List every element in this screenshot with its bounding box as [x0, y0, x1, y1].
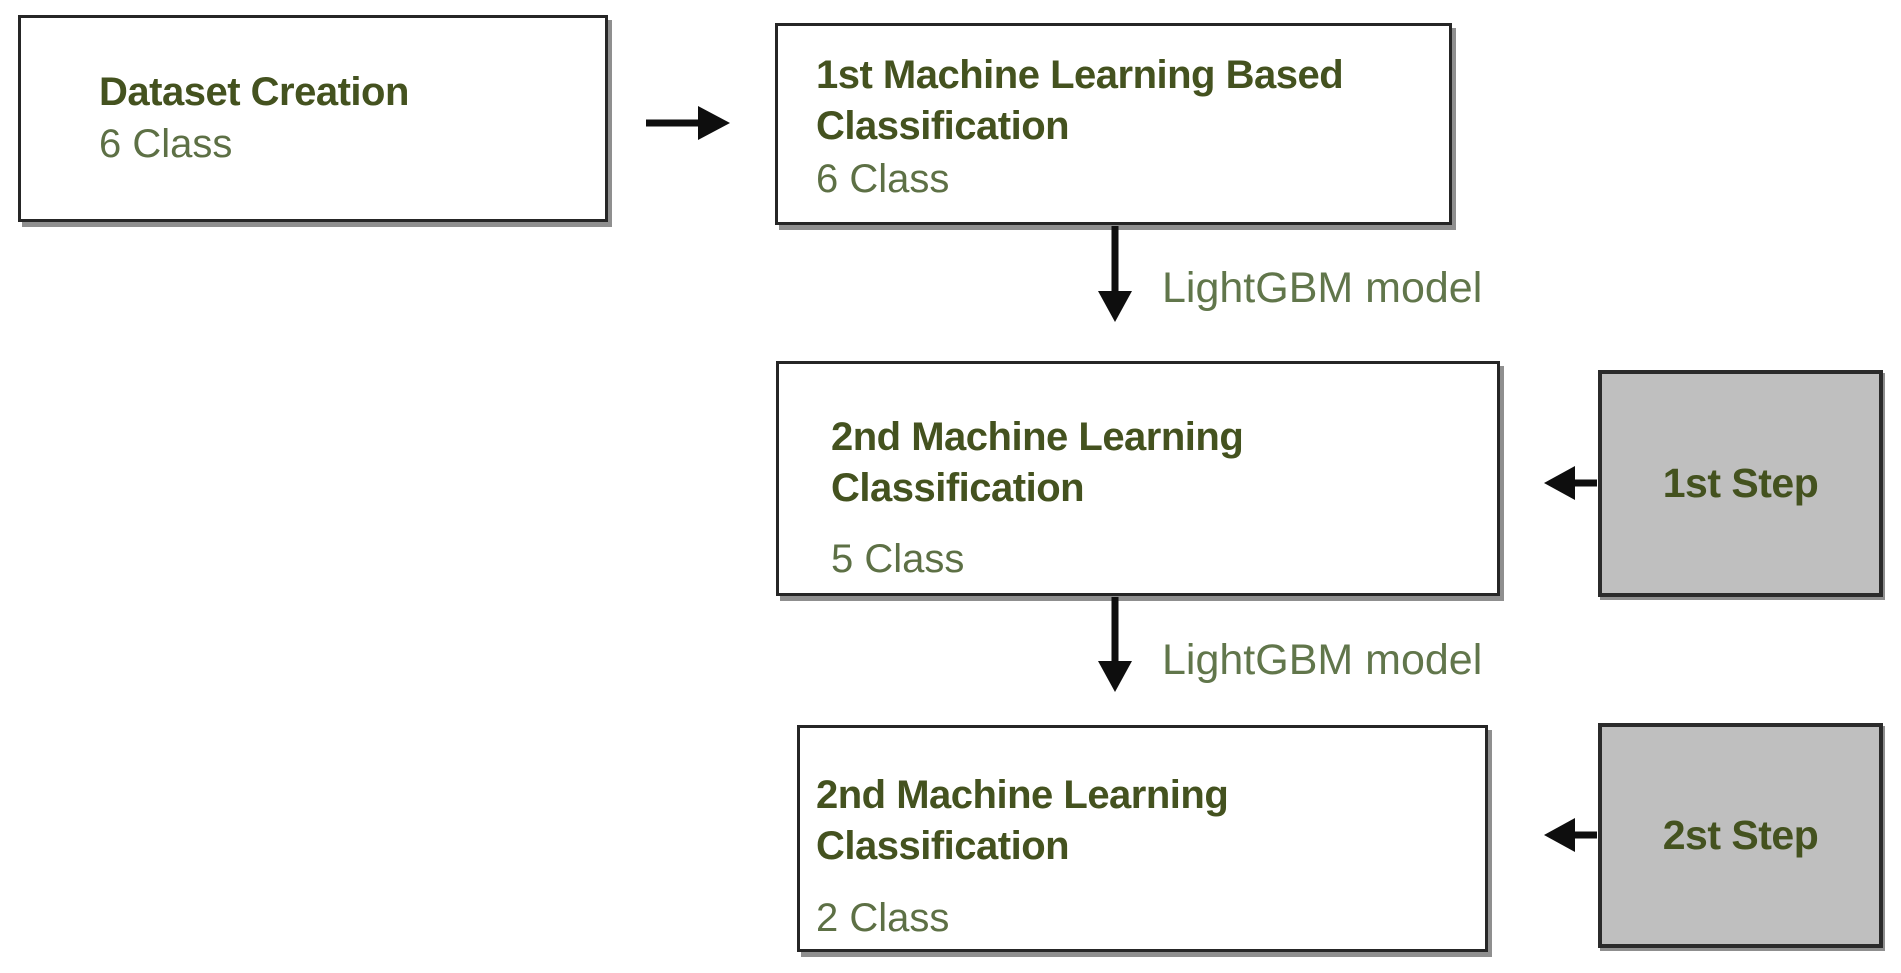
first-ml-title-line1: 1st Machine Learning Based	[816, 53, 1344, 97]
down-arrow-icon-1	[1098, 226, 1132, 322]
first-ml-title-line2: Classification	[816, 104, 1070, 149]
left-arrow-icon-1	[1544, 466, 1597, 500]
third-ml-classification-box: 2nd Machine Learning Classification 2 Cl…	[797, 725, 1488, 952]
dataset-creation-title: Dataset Creation	[99, 70, 409, 115]
step2-label: 2st Step	[1662, 812, 1819, 858]
third-ml-class-count: 2 Class	[816, 895, 950, 940]
lightgbm-model-label-2: LightGBM model	[1162, 636, 1483, 684]
left-arrow-icon-2	[1544, 818, 1597, 852]
first-ml-class-count: 6 Class	[816, 157, 950, 202]
dataset-creation-class-count: 6 Class	[99, 121, 233, 166]
dataset-creation-box: Dataset Creation 6 Class	[18, 15, 608, 222]
right-arrow-icon	[646, 106, 730, 140]
second-ml-title-line2: Classification	[831, 466, 1085, 511]
first-ml-classification-box: 1st Machine Learning Based Classificatio…	[775, 23, 1452, 225]
step1-box: 1st Step	[1598, 370, 1883, 597]
third-ml-title-line2: Classification	[816, 824, 1070, 869]
third-ml-title-line1: 2nd Machine Learning	[816, 773, 1229, 817]
step2-box: 2st Step	[1598, 723, 1883, 948]
second-ml-title-line1: 2nd Machine Learning	[831, 415, 1244, 459]
second-ml-class-count: 5 Class	[831, 536, 965, 581]
down-arrow-icon-2	[1098, 597, 1132, 692]
step1-label: 1st Step	[1662, 460, 1819, 506]
lightgbm-model-label-1: LightGBM model	[1162, 264, 1483, 312]
second-ml-classification-box: 2nd Machine Learning Classification 5 Cl…	[776, 361, 1500, 596]
